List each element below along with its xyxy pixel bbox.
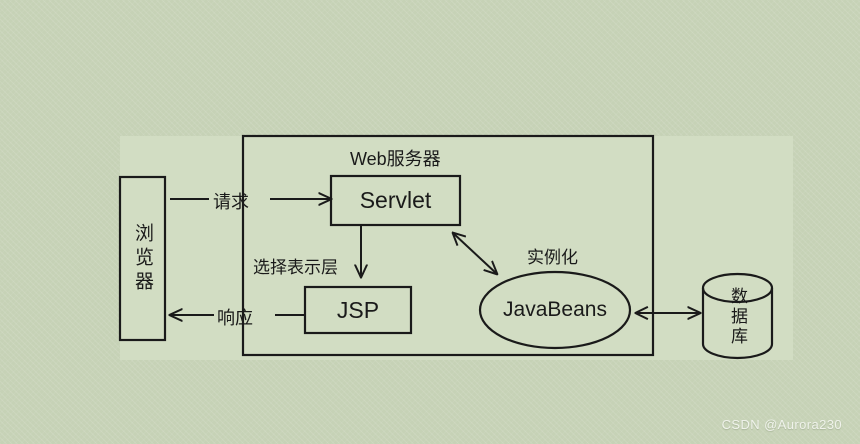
- browser-box: [118, 175, 167, 342]
- instantiate-arrow: [453, 233, 497, 274]
- servlet-box: [329, 174, 462, 227]
- javabeans-ellipse: [478, 270, 632, 350]
- web-server-container: [241, 134, 655, 357]
- database-cylinder: [701, 272, 774, 360]
- watermark-text: CSDN @Aurora230: [721, 417, 842, 432]
- jsp-box: [303, 285, 413, 335]
